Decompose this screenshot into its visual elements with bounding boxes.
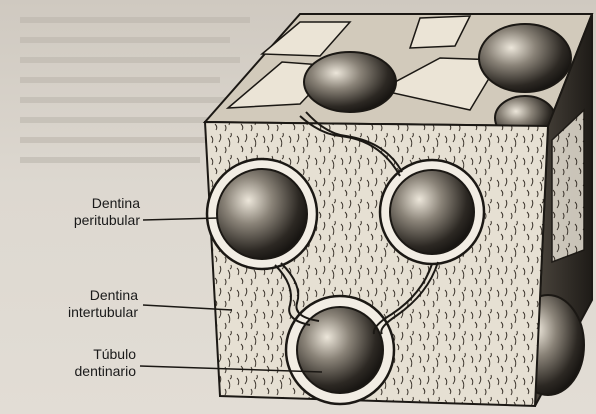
label-line: Dentina	[74, 195, 140, 212]
label-line: intertubular	[68, 304, 138, 321]
tubule-2	[380, 160, 484, 264]
label-line: peritubular	[74, 212, 140, 229]
tubule-3	[286, 296, 394, 404]
label-dentina-peritubular: Dentina peritubular	[74, 195, 140, 229]
label-dentina-intertubular: Dentina intertubular	[68, 287, 138, 321]
tubule-1	[207, 159, 317, 269]
label-tubulo-dentinario: Túbulo dentinario	[75, 346, 137, 380]
label-line: Dentina	[68, 287, 138, 304]
cube-top-face	[205, 14, 592, 140]
label-line: dentinario	[75, 363, 137, 380]
label-line: Túbulo	[75, 346, 137, 363]
